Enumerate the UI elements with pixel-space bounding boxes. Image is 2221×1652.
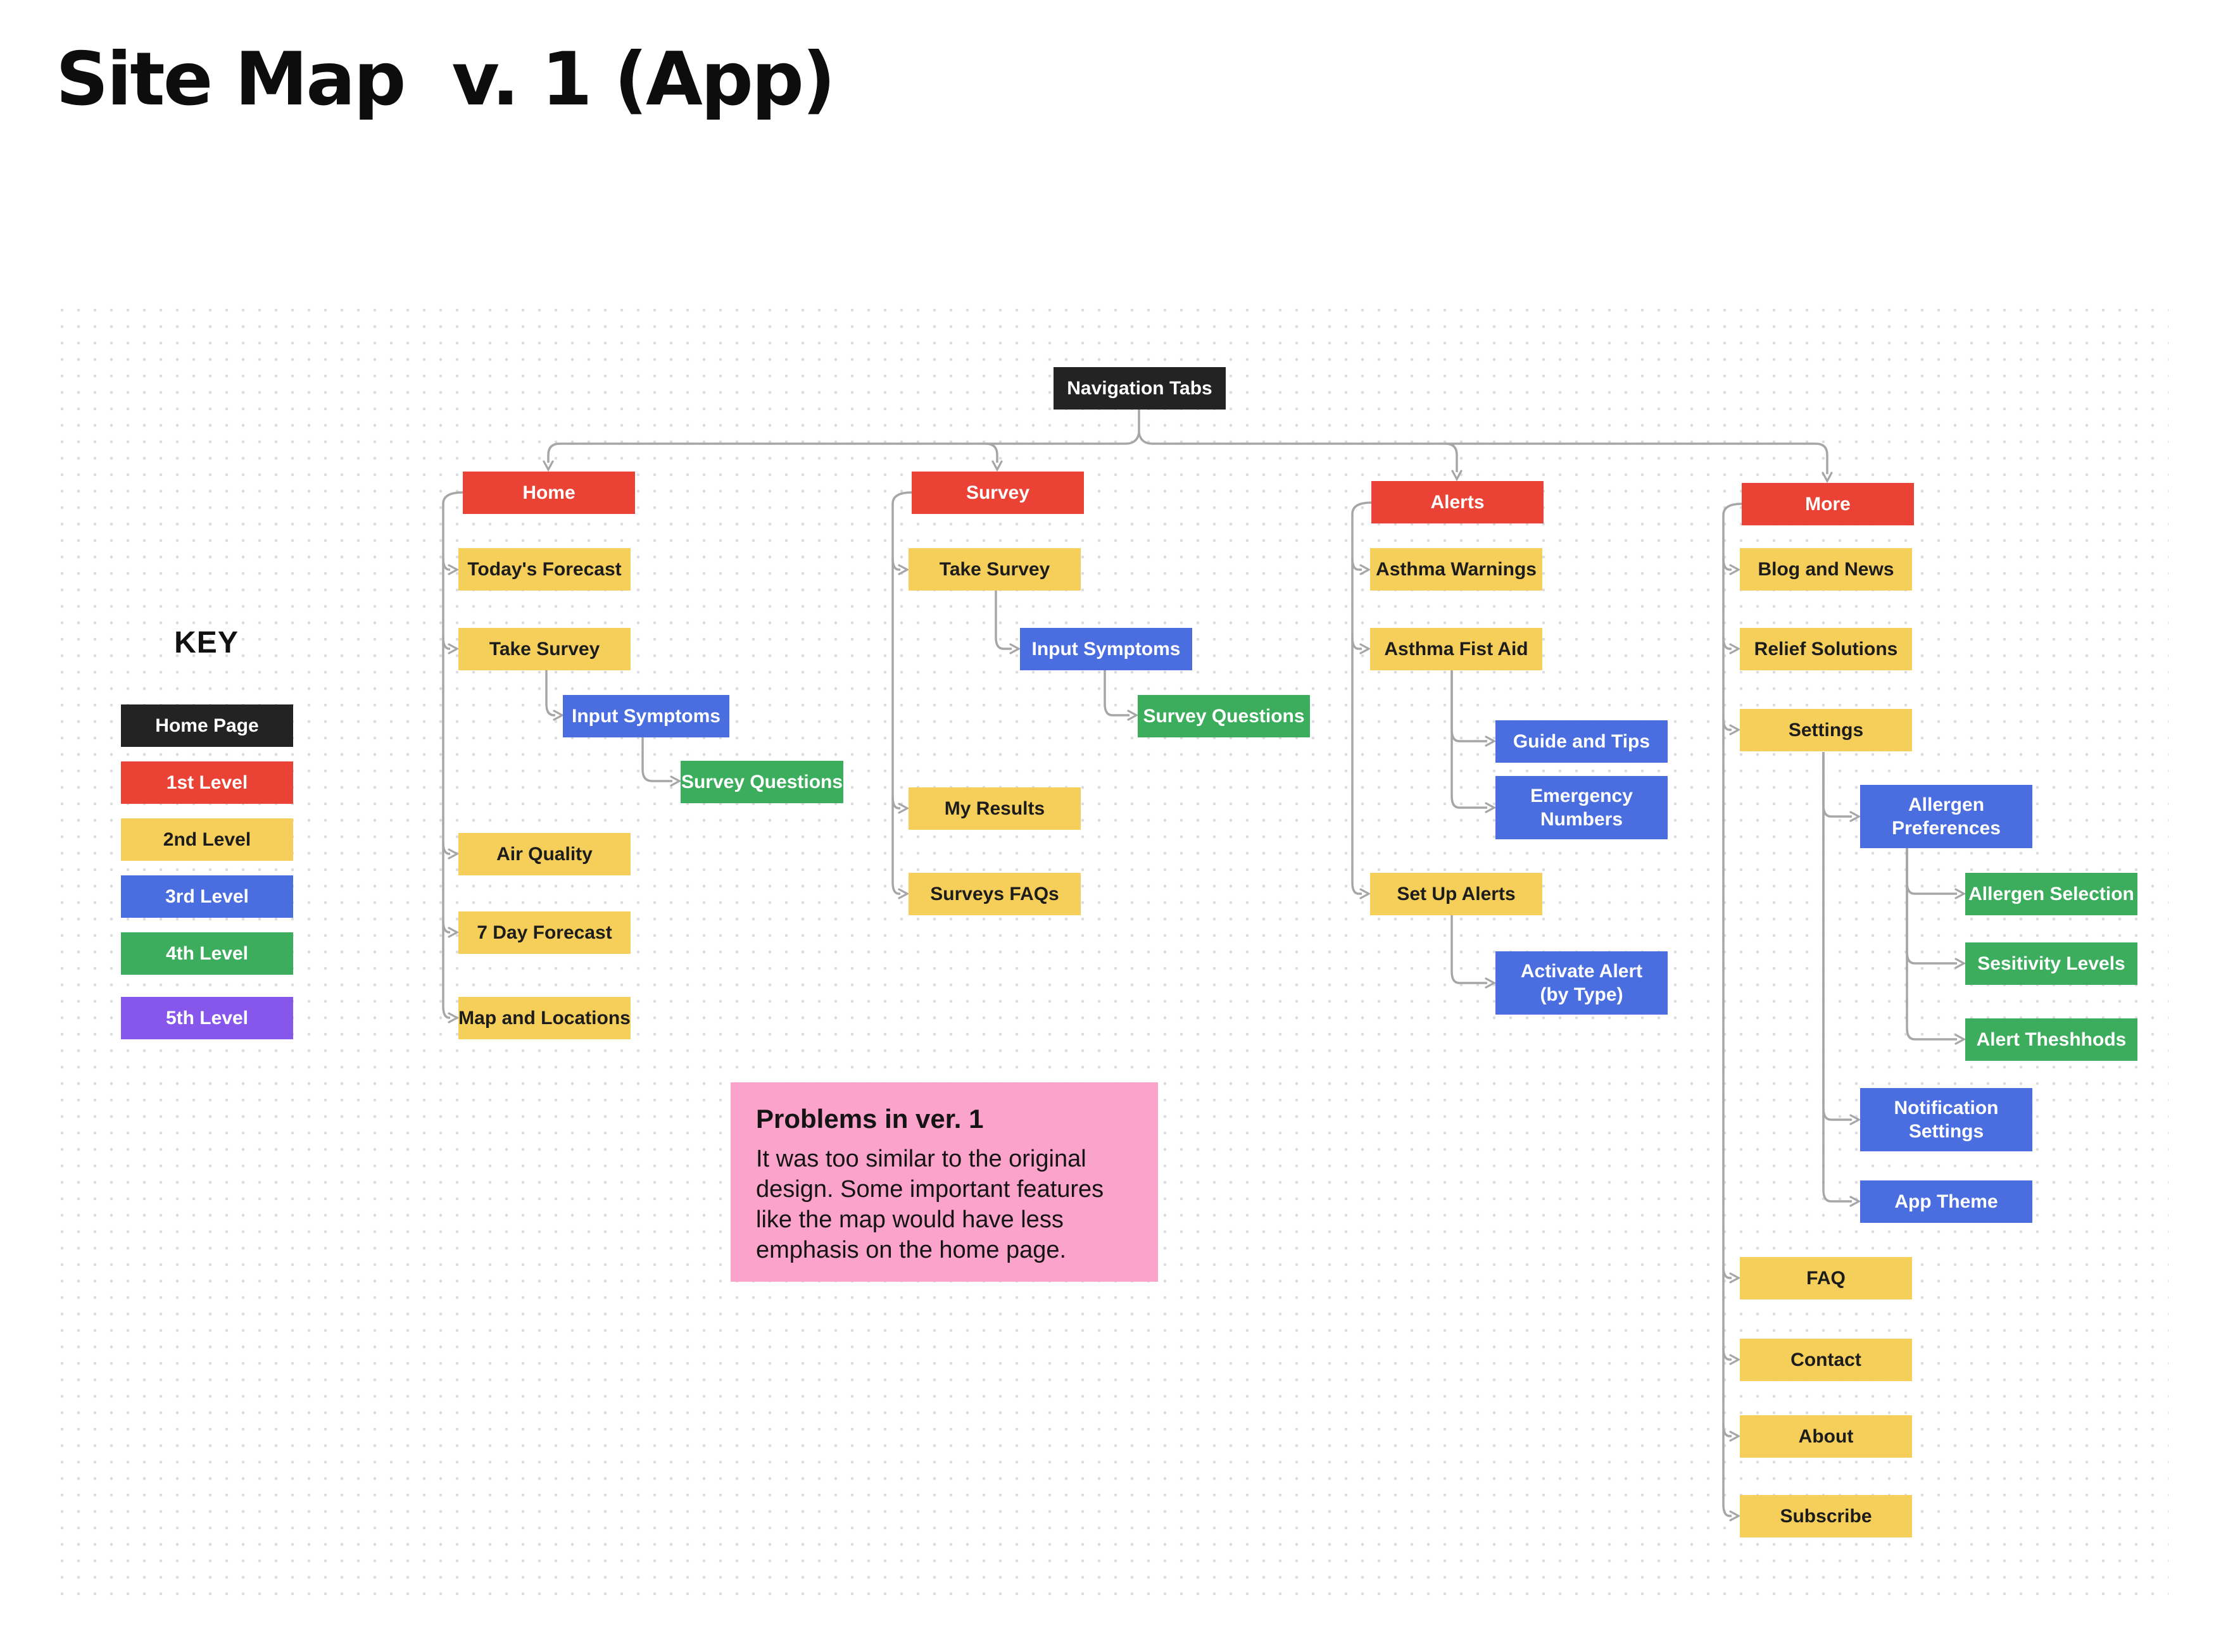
node-survey-questions-survey[interactable]: Survey Questions — [1138, 695, 1310, 737]
node-settings[interactable]: Settings — [1740, 709, 1912, 751]
key-item-3rd-level: 3rd Level — [121, 875, 293, 918]
node-allergen-preferences[interactable]: Allergen Preferences — [1860, 785, 2032, 848]
node-emergency-numbers[interactable]: Emergency Numbers — [1495, 776, 1668, 839]
node-about[interactable]: About — [1740, 1415, 1912, 1458]
node-relief-solutions[interactable]: Relief Solutions — [1740, 628, 1912, 670]
node-activate-alert-by-type[interactable]: Activate Alert (by Type) — [1495, 951, 1668, 1015]
key-heading: KEY — [174, 626, 239, 660]
key-item-2nd-level: 2nd Level — [121, 818, 293, 861]
node-allergen-selection[interactable]: Allergen Selection — [1965, 873, 2137, 915]
node-app-theme[interactable]: App Theme — [1860, 1180, 2032, 1223]
page-title: Site Map v. 1 (App) — [56, 37, 836, 122]
node-take-survey-home[interactable]: Take Survey — [458, 628, 631, 670]
note-body: It was too similar to the original desig… — [756, 1146, 1104, 1263]
node-sesitivity-levels[interactable]: Sesitivity Levels — [1965, 942, 2137, 985]
problems-sticky-note[interactable]: Problems in ver. 1 It was too similar to… — [731, 1082, 1158, 1282]
key-item-1st-level: 1st Level — [121, 761, 293, 804]
node-guide-and-tips[interactable]: Guide and Tips — [1495, 720, 1668, 763]
node-subscribe[interactable]: Subscribe — [1740, 1495, 1912, 1537]
node-blog-and-news[interactable]: Blog and News — [1740, 548, 1912, 591]
node-input-symptoms-home[interactable]: Input Symptoms — [563, 695, 729, 737]
node-map-and-locations[interactable]: Map and Locations — [458, 997, 631, 1039]
key-item-4th-level: 4th Level — [121, 932, 293, 975]
node-alert-theshhods[interactable]: Alert Theshhods — [1965, 1018, 2137, 1061]
node-notification-settings[interactable]: Notification Settings — [1860, 1088, 2032, 1151]
node-asthma-warnings[interactable]: Asthma Warnings — [1370, 548, 1542, 591]
node-air-quality[interactable]: Air Quality — [458, 833, 631, 875]
node-alerts[interactable]: Alerts — [1371, 481, 1544, 523]
node-more[interactable]: More — [1742, 483, 1914, 525]
node-7-day-forecast[interactable]: 7 Day Forecast — [458, 911, 631, 954]
node-navigation-tabs[interactable]: Navigation Tabs — [1054, 367, 1226, 410]
node-input-symptoms-survey[interactable]: Input Symptoms — [1020, 628, 1192, 670]
node-todays-forecast[interactable]: Today's Forecast — [458, 548, 631, 591]
node-survey-questions-home[interactable]: Survey Questions — [681, 761, 843, 803]
node-set-up-alerts[interactable]: Set Up Alerts — [1370, 873, 1542, 915]
node-contact[interactable]: Contact — [1740, 1339, 1912, 1381]
key-item-5th-level: 5th Level — [121, 997, 293, 1039]
node-faq[interactable]: FAQ — [1740, 1257, 1912, 1299]
node-my-results[interactable]: My Results — [909, 787, 1081, 830]
note-title: Problems in ver. 1 — [756, 1104, 984, 1134]
node-survey[interactable]: Survey — [912, 472, 1084, 514]
node-home[interactable]: Home — [463, 472, 635, 514]
key-item-home-page: Home Page — [121, 704, 293, 747]
node-take-survey-survey[interactable]: Take Survey — [909, 548, 1081, 591]
node-asthma-fist-aid[interactable]: Asthma Fist Aid — [1370, 628, 1542, 670]
node-surveys-faqs[interactable]: Surveys FAQs — [909, 873, 1081, 915]
